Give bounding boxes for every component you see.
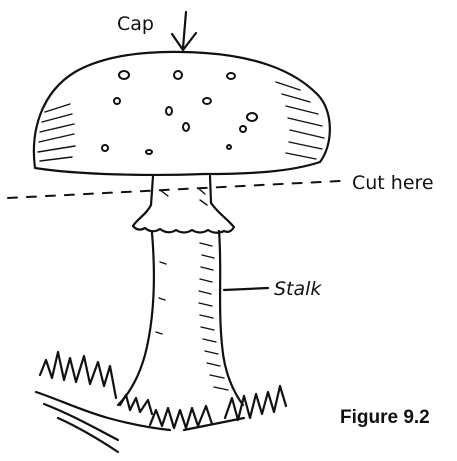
grass: [36, 352, 286, 452]
stalk-label: Stalk: [274, 278, 322, 300]
cut-here-label: Cut here: [352, 172, 434, 194]
cap-arrow: [172, 12, 196, 50]
stalk-pointer: [224, 288, 268, 290]
figure-caption: Figure 9.2: [340, 407, 430, 428]
cap-label: Cap: [117, 13, 154, 35]
cap-spots: [102, 71, 257, 154]
stalk: [118, 231, 243, 405]
mushroom-cap: [34, 52, 330, 175]
cut-line: [8, 181, 340, 198]
upper-stem: [133, 176, 233, 226]
cap-shading: [38, 82, 324, 161]
